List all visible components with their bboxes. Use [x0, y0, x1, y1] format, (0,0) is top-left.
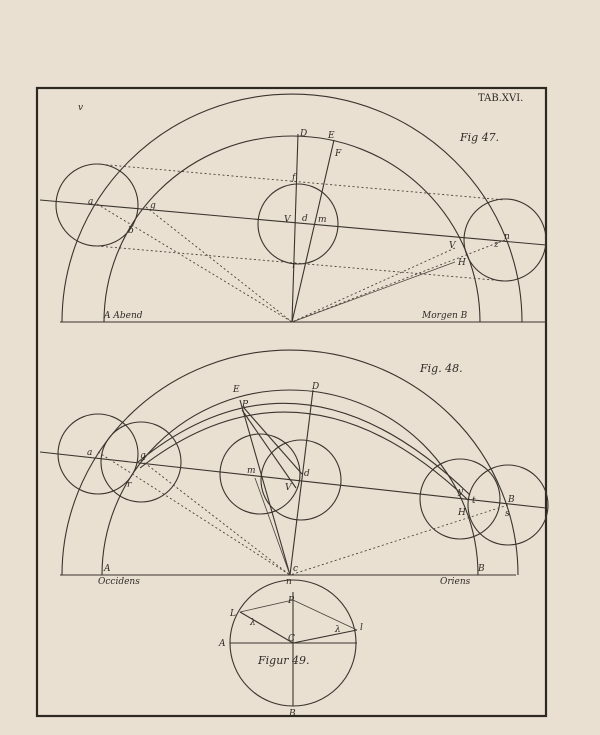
fig48-label-A: A: [103, 564, 111, 574]
fig48-line-E: [239, 399, 291, 576]
fig48-caption: Fig. 48.: [419, 362, 463, 375]
fig48-label-q: q: [140, 451, 146, 461]
fig47-label-g: g: [150, 201, 156, 211]
fig47-label-f: f: [291, 173, 297, 183]
fig48-label-n: n: [286, 577, 292, 587]
fig48-right-circle-a: [419, 458, 501, 540]
fig47-ray-left2: [145, 206, 293, 323]
fig47-label-n: n: [504, 232, 510, 242]
fig47-ecliptic: [39, 199, 547, 246]
plate-frame: [35, 86, 548, 718]
fig48-label-B: B: [477, 564, 485, 574]
fig49-chord-right: [292, 599, 358, 631]
fig47-center-circle: [257, 183, 339, 265]
fig49-label-L: L: [229, 609, 236, 619]
fig47-upper-dotted: [96, 163, 506, 201]
plate-number: TAB.XVI.: [478, 93, 523, 104]
fig49-chord-left: [239, 599, 294, 613]
fig47-inner-arc: [103, 135, 481, 323]
figure-48: Fig. 48. E D P a q r m V d y t B H s A O…: [39, 349, 549, 587]
fig47-right-circle: [463, 198, 547, 282]
fig47-label-z: z: [493, 240, 499, 250]
fig47-caption: Fig 47.: [459, 131, 499, 144]
fig47-oblique: [291, 139, 335, 323]
fig49-label-lambda1: λ: [249, 618, 256, 628]
figure-47: Fig 47. D E F f a g b V d m r V H n z A …: [39, 93, 547, 323]
fig48-path-lower: [139, 411, 469, 501]
fig48-left-circle-b: [100, 421, 182, 503]
fig49-label-A: A: [218, 639, 226, 649]
fig47-lower-dotted: [96, 245, 506, 282]
fig48-label-a: a: [87, 448, 92, 458]
fig47-ray-left1: [96, 203, 293, 323]
fig48-center-circle-a: [219, 433, 301, 515]
fig49-label-P: P: [287, 596, 295, 606]
fig49-caption: Figur 49.: [257, 654, 310, 667]
fig48-right-circle-b: [467, 464, 549, 546]
fig49-label-l: l: [360, 623, 363, 633]
fig48-label-m: m: [247, 466, 256, 476]
fig48-label-s: s: [505, 509, 510, 519]
fig47-label-H: H: [457, 258, 466, 268]
figure-49: P L λ λ l C A Figur 49. B: [218, 579, 363, 719]
fig49-label-lambda2: λ: [334, 625, 341, 635]
fig48-ecliptic: [39, 451, 547, 509]
fig47-label-abend: A Abend: [103, 311, 143, 321]
fig47-label-d: d: [302, 214, 308, 224]
fig48-label-oriens: Oriens: [440, 577, 471, 587]
fig48-line-P-d: [243, 407, 303, 475]
fig47-label-b: b: [128, 226, 134, 236]
fig48-label-D: D: [311, 382, 319, 392]
fig49-label-C: C: [288, 634, 295, 644]
fig48-line-m: [254, 477, 291, 576]
fig48-path-upper: [137, 402, 471, 496]
fig47-ray-right2: [291, 239, 506, 323]
fig48-outer-arc: [61, 349, 519, 576]
fig48-label-P: P: [241, 400, 249, 410]
fig48-label-c: c: [293, 564, 298, 574]
fig48-label-B-right: B: [507, 495, 515, 505]
fig49-line-l: [292, 629, 358, 644]
fig47-ray-right1: [291, 247, 456, 323]
fig48-label-t: t: [472, 496, 476, 506]
fig48-label-H: H: [457, 508, 466, 518]
fig48-label-E: E: [232, 385, 240, 395]
fig47-label-a: a: [88, 197, 93, 207]
fig47-label-m: m: [318, 215, 327, 225]
fig47-ray-right3: [291, 261, 456, 323]
fig48-label-d: d: [304, 469, 310, 479]
fig48-label-r: r: [127, 480, 132, 490]
fig48-ray-right: [289, 504, 509, 576]
fig47-label-D: D: [299, 129, 307, 139]
corner-mark: v: [78, 103, 83, 113]
fig47-label-morgen: Morgen B: [421, 311, 468, 321]
fig47-outer-arc: [61, 93, 523, 323]
fig48-label-V: V: [285, 483, 293, 493]
fig48-label-occidens: Occidens: [98, 577, 140, 587]
fig49-label-B: B: [288, 709, 296, 719]
fig48-center-circle-b: [260, 439, 342, 521]
fig47-label-E: E: [327, 131, 335, 141]
fig48-label-y: y: [457, 487, 464, 497]
fig47-label-V: V: [284, 215, 292, 225]
fig49-line-L: [239, 611, 294, 644]
fig47-label-F: F: [334, 149, 342, 159]
fig47-label-V2: V: [449, 241, 457, 251]
fig48-line-P-V: [241, 409, 297, 489]
fig48-ray-left1: [97, 451, 291, 576]
fig47-vertical: [291, 133, 299, 323]
fig47-label-r: r: [292, 261, 297, 271]
fig48-vertical-D: [289, 389, 314, 576]
